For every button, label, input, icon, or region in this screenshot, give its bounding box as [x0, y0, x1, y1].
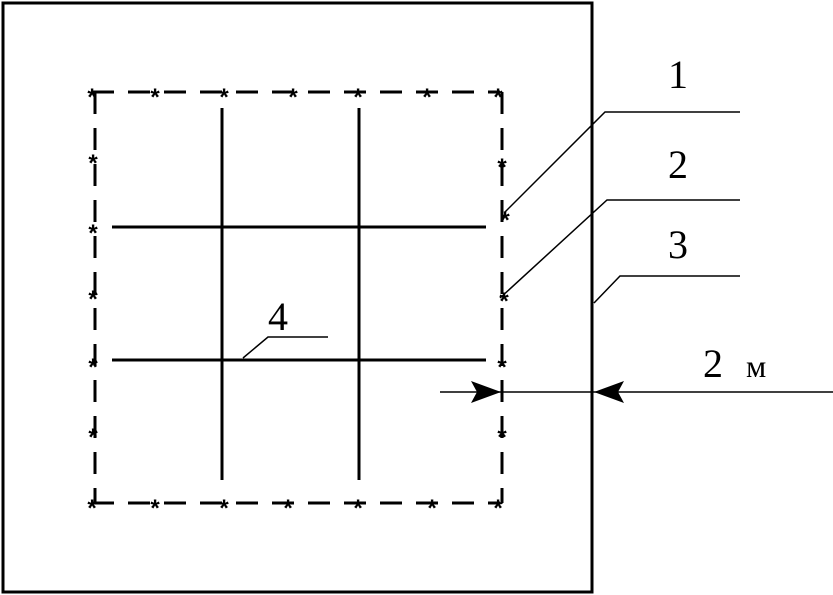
- outer-boundary: [1, 1, 594, 594]
- fence-marker: *: [283, 495, 293, 522]
- fence-marker: *: [499, 288, 509, 315]
- dimension: [440, 381, 833, 403]
- fence-marker: *: [500, 207, 510, 234]
- fence-marker: *: [87, 84, 97, 111]
- fence-marker: *: [493, 495, 503, 522]
- fence-marker: *: [497, 154, 507, 181]
- fence-dashes: [92, 90, 504, 505]
- fence-marker: *: [422, 84, 432, 111]
- marker-group: * * * * * * * * * * * * * * * * * * * * * * * *: [87, 84, 510, 522]
- callout-label-4: 4: [268, 294, 288, 339]
- fence-marker: *: [88, 286, 98, 313]
- fence-marker: *: [150, 495, 160, 522]
- inner-grid: [112, 108, 486, 480]
- leader-line-1: [504, 111, 740, 213]
- dimension-arrow-right: [594, 381, 624, 403]
- callout-label-1: 1: [668, 52, 688, 97]
- fence-marker: *: [88, 150, 98, 177]
- dimension-unit: м: [746, 348, 766, 384]
- dimension-value: 2: [703, 341, 723, 386]
- fence-marker: *: [497, 354, 507, 381]
- fence-marker: *: [219, 495, 229, 522]
- fence-marker: *: [87, 495, 97, 522]
- leader-lines: [242, 111, 740, 359]
- callout-label-3: 3: [668, 222, 688, 267]
- callout-label-2: 2: [668, 142, 688, 187]
- fence-marker: *: [88, 220, 98, 247]
- fence-marker: *: [288, 84, 298, 111]
- leader-line-2: [499, 199, 740, 299]
- fence-marker: *: [88, 354, 98, 381]
- fence-marker: *: [353, 84, 363, 111]
- fence-marker: *: [353, 495, 363, 522]
- fence-marker: *: [427, 495, 437, 522]
- leader-line-4: [242, 336, 328, 359]
- fence-marker: *: [497, 424, 507, 451]
- fence-marker: *: [88, 424, 98, 451]
- fence-marker: *: [493, 84, 503, 111]
- dimension-arrow-left: [471, 381, 501, 403]
- leader-line-3: [593, 275, 740, 304]
- fence-marker: *: [150, 84, 160, 111]
- fence-marker: *: [219, 84, 229, 111]
